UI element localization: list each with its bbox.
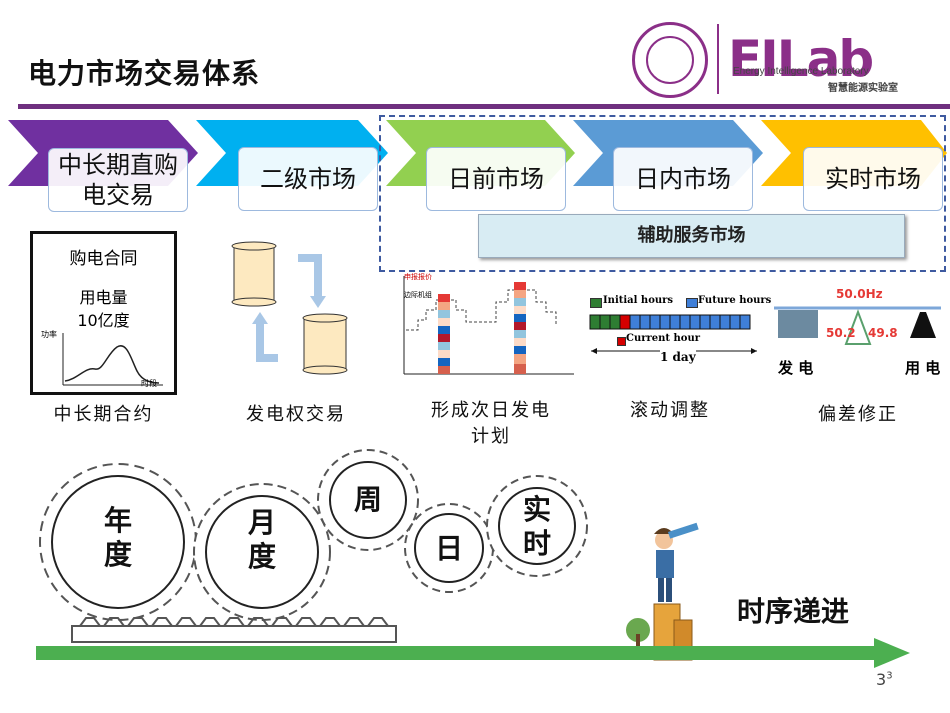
initial-hours-swatch bbox=[590, 298, 602, 308]
lab-logo: EILab bbox=[728, 30, 874, 88]
gear-label-realtime: 实时 bbox=[522, 493, 551, 560]
university-seal-inner bbox=[646, 36, 694, 84]
caption-long-term-contract: 中长期合约 bbox=[53, 404, 154, 425]
consumption-label: 用 电 bbox=[905, 359, 941, 377]
contract-title: 购电合同 bbox=[69, 249, 138, 269]
gear-label-annual: 年度 bbox=[103, 504, 132, 571]
frequency-label: 50.0Hz bbox=[836, 287, 883, 301]
consumer-icon bbox=[910, 312, 936, 338]
market-box-long-term: 中长期直购电交易 bbox=[48, 148, 188, 212]
rolling-hours-bar bbox=[589, 314, 751, 330]
market-box-day-ahead: 日前市场 bbox=[426, 147, 566, 211]
contract-amount-label: 用电量 bbox=[79, 288, 128, 307]
gear-realtime bbox=[486, 475, 588, 577]
university-seal-icon bbox=[632, 22, 708, 98]
gear-annual bbox=[39, 463, 197, 621]
lab-logo-subtitle-cn: 智慧能源实验室 bbox=[828, 83, 898, 94]
balance-right-value: 49.8 bbox=[868, 326, 898, 340]
current-hour-label: Current hour bbox=[626, 333, 700, 344]
gear-label-daily: 日 bbox=[434, 532, 463, 565]
power-plant-icon bbox=[778, 310, 818, 338]
market-box-realtime: 实时市场 bbox=[803, 147, 943, 211]
market-box-secondary: 二级市场 bbox=[238, 147, 378, 211]
initial-hours-label: Initial hours bbox=[603, 295, 674, 306]
page-number-sup: 3 bbox=[886, 670, 893, 682]
page-number: 33 bbox=[876, 670, 893, 689]
bid-price-label: 申报报价 bbox=[404, 273, 432, 281]
caption-power-right-trading: 发电权交易 bbox=[246, 404, 346, 425]
day-ahead-bar-2 bbox=[514, 282, 526, 374]
gear-label-weekly: 周 bbox=[353, 483, 382, 516]
contract-x-axis-label: 时段 bbox=[141, 379, 157, 388]
contract-y-axis-label: 功率 bbox=[41, 330, 57, 339]
marginal-unit-label: 边际机组 bbox=[404, 291, 432, 299]
caption-rolling-adjustment: 滚动调整 bbox=[630, 400, 710, 421]
generation-label: 发 电 bbox=[778, 359, 814, 377]
caption-day-ahead-plan: 形成次日发电计划 bbox=[431, 400, 551, 447]
transfer-scrolls-icon bbox=[231, 241, 348, 375]
timeline-arrow bbox=[36, 638, 910, 668]
load-curve-chart bbox=[62, 333, 163, 386]
purchase-contract-card: 购电合同 用电量 10亿度 功率 时段 bbox=[30, 231, 177, 395]
title-divider bbox=[18, 104, 950, 109]
contract-amount-value: 10亿度 bbox=[77, 311, 130, 330]
gear-rack bbox=[71, 617, 397, 643]
spot-market-group bbox=[379, 115, 946, 272]
day-ahead-bar-1 bbox=[438, 294, 450, 374]
market-box-intraday: 日内市场 bbox=[613, 147, 753, 211]
current-hour-swatch bbox=[617, 337, 626, 346]
time-progression-label: 时序递进 bbox=[737, 595, 850, 628]
frequency-balance-scale bbox=[774, 306, 941, 345]
aux-service-market: 辅助服务市场 bbox=[478, 214, 905, 258]
future-hours-swatch bbox=[686, 298, 698, 308]
gear-monthly bbox=[193, 483, 331, 621]
time-scale-gears bbox=[39, 449, 588, 643]
caption-deviation-correction: 偏差修正 bbox=[818, 404, 898, 425]
future-hours-label: Future hours bbox=[698, 295, 772, 306]
gear-weekly bbox=[317, 449, 419, 551]
page-title: 电力市场交易体系 bbox=[28, 57, 261, 90]
gear-daily bbox=[404, 503, 494, 593]
day-ahead-bid-chart bbox=[403, 276, 574, 375]
lab-logo-subtitle: Energy Intelligence Laboratory bbox=[733, 66, 869, 77]
one-day-label: 1 day bbox=[660, 350, 696, 364]
gear-label-monthly: 月度 bbox=[247, 506, 276, 573]
balance-left-value: 50.2 bbox=[826, 326, 856, 340]
logo-divider bbox=[717, 24, 719, 94]
